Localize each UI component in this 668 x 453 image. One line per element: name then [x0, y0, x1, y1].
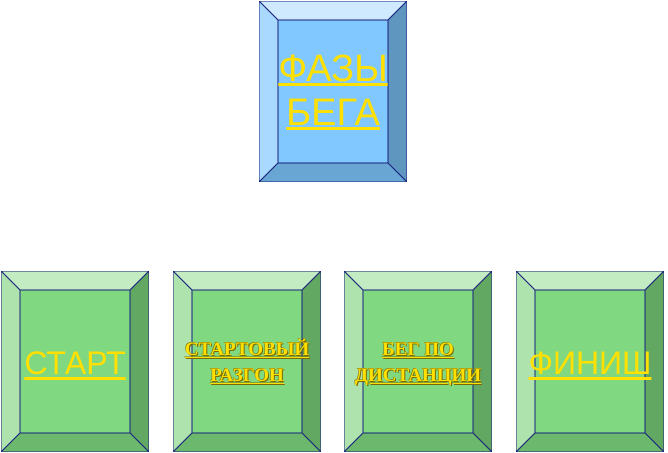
phase-node-finish-label: ФИНИШ: [516, 331, 664, 395]
phase-node-start-acceleration-bevel: [173, 271, 321, 452]
root-node-bevel: [259, 1, 407, 182]
phase-node-start: СТАРТ: [1, 271, 149, 452]
phase-node-finish-label-line1: ФИНИШ: [528, 345, 652, 381]
root-node-phases-of-running: ФАЗЫ БЕГА: [259, 1, 407, 182]
phase-node-start-label: СТАРТ: [1, 331, 149, 395]
phase-node-distance-running-label: БЕГ ПО ДИСТАНЦИИ: [336, 333, 500, 393]
phase-node-distance-running-bevel: [344, 271, 492, 452]
root-node-label: ФАЗЫ БЕГА: [259, 41, 407, 141]
phase-node-distance-running: БЕГ ПО ДИСТАНЦИИ: [344, 271, 492, 452]
phase-node-distance-running-label-line1: БЕГ ПО: [382, 339, 454, 360]
phase-node-finish-bevel: [516, 271, 664, 452]
phase-node-start-bevel: [1, 271, 149, 452]
phase-node-start-acceleration-label: СТАРТОВЫЙ РАЗГОН: [165, 333, 329, 393]
phase-node-start-acceleration-label-line1: СТАРТОВЫЙ: [184, 339, 310, 360]
root-node-label-line1: ФАЗЫ: [278, 48, 388, 90]
phase-node-start-acceleration: СТАРТОВЫЙ РАЗГОН: [173, 271, 321, 452]
phase-node-start-acceleration-label-line2: РАЗГОН: [210, 365, 284, 386]
phase-node-distance-running-label-line2: ДИСТАНЦИИ: [354, 365, 482, 386]
root-node-label-line2: БЕГА: [286, 92, 380, 134]
phase-node-finish: ФИНИШ: [516, 271, 664, 452]
phase-node-start-label-line1: СТАРТ: [24, 345, 126, 381]
